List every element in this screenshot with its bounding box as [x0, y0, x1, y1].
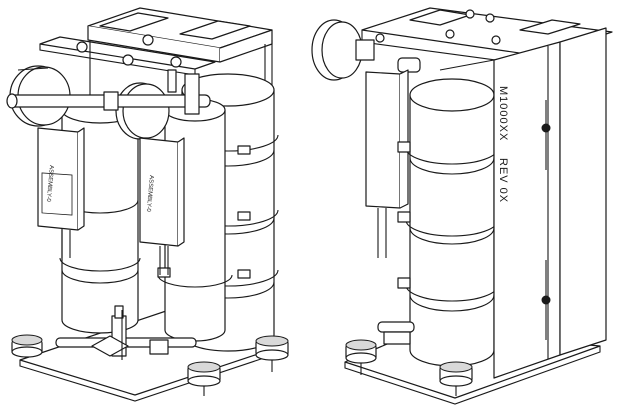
- right-canister: [397, 78, 499, 367]
- left-meter-2-tag: ASSEMBLY-0: [145, 175, 154, 213]
- right-top-bracket: [361, 7, 613, 67]
- left-manifold: [55, 305, 197, 360]
- left-meter-1: ASSEMBLY-0: [37, 127, 85, 258]
- revision-label: REV 0X: [497, 158, 509, 203]
- left-meter-1-tag: ASSEMBLY-0: [45, 165, 54, 203]
- right-foot-1: [345, 339, 377, 375]
- right-foot-2: [439, 361, 473, 396]
- right-gauge: [311, 19, 421, 81]
- left-assembly: ASSEMBLY-0 ASSEMBLY-0: [6, 7, 289, 402]
- left-foot-1: [11, 334, 43, 358]
- right-enclosure-panel: M1000XX REV 0X: [439, 27, 607, 379]
- left-gauge-tube: [6, 69, 211, 115]
- left-foot-3: [255, 335, 289, 372]
- left-gauge-2: [115, 82, 170, 140]
- left-top-bracket: [39, 7, 273, 76]
- part-number-label: M1000XX: [497, 86, 509, 141]
- right-meter: [365, 69, 409, 258]
- right-assembly: M1000XX REV 0X: [311, 7, 613, 405]
- right-manifold: [377, 321, 415, 345]
- left-meter-2: ASSEMBLY-0: [139, 137, 185, 275]
- left-foot-2: [187, 361, 221, 396]
